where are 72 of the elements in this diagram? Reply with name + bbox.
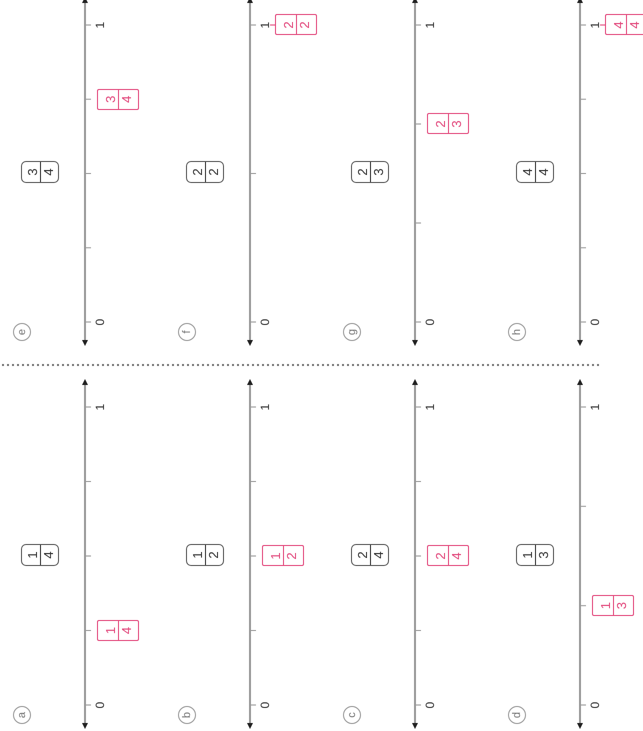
fraction-card [186,544,224,566]
tick-label: 0 [94,702,106,708]
circled-letter: f [178,323,196,341]
fraction-card [351,544,389,566]
circled-letter: d [508,706,526,724]
circled-letter: b [178,706,196,724]
denominator: 4 [40,551,56,559]
denominator: 2 [296,21,312,29]
tick-label: 1 [94,22,106,28]
marked-fraction [427,546,469,566]
marked-fraction [262,546,304,566]
numerator: 1 [190,551,204,559]
denominator: 2 [284,552,298,560]
numerator: 2 [432,552,448,560]
tick-label: 0 [259,318,271,326]
marked-fraction [97,620,139,641]
numerator: 2 [432,120,448,128]
marked-fraction [605,14,643,36]
marked-fraction [275,14,317,36]
numerator: 2 [354,551,370,559]
tick-label: 0 [424,702,436,708]
numerator: 4 [610,21,626,29]
denominator: 4 [626,21,642,29]
tick-label: 0 [424,318,436,326]
circled-letter: a [13,706,31,724]
denominator: 4 [40,168,56,176]
denominator: 3 [614,602,628,610]
tick-label: 0 [94,318,106,326]
tick-label: 1 [259,404,271,410]
circled-letter: c [343,706,361,724]
denominator: 4 [118,96,134,103]
numerator: 1 [102,626,118,634]
circled-letter: g [343,323,361,341]
denominator: 4 [536,168,550,176]
numerator: 4 [520,168,534,176]
tick-label: 1 [424,22,436,28]
fraction-card [516,544,554,566]
marked-fraction [592,595,634,616]
numerator: 3 [24,168,40,176]
numerator: 2 [280,21,296,29]
circled-letter: h [508,323,526,341]
tick-label: 0 [259,702,271,708]
numerator: 1 [520,551,534,559]
tick-label: 1 [424,404,436,410]
numerator: 2 [190,168,204,176]
denominator: 2 [206,168,220,176]
tick-label: 1 [94,404,106,410]
tick-label: 1 [259,22,271,28]
denominator: 2 [206,551,220,559]
fraction-card [186,161,224,183]
denominator: 4 [118,626,134,634]
circled-letter: e [13,323,31,341]
numerator: 1 [598,602,612,610]
tick-label: 1 [589,22,601,28]
denominator: 4 [370,551,386,559]
numerator: 2 [354,168,370,176]
fraction-card [351,161,389,183]
marked-fraction [427,114,469,134]
tick-label: 0 [589,318,601,326]
denominator: 3 [448,120,464,128]
tick-label: 1 [589,404,601,410]
fraction-card [21,544,59,566]
denominator: 4 [448,552,464,560]
numerator: 1 [268,552,282,560]
numerator: 3 [102,96,118,103]
marked-fraction [97,88,139,110]
denominator: 3 [370,168,386,176]
fraction-card [516,161,554,183]
fraction-card [21,161,59,183]
numerator: 1 [24,551,40,559]
denominator: 3 [536,551,550,559]
tick-label: 0 [589,702,601,708]
